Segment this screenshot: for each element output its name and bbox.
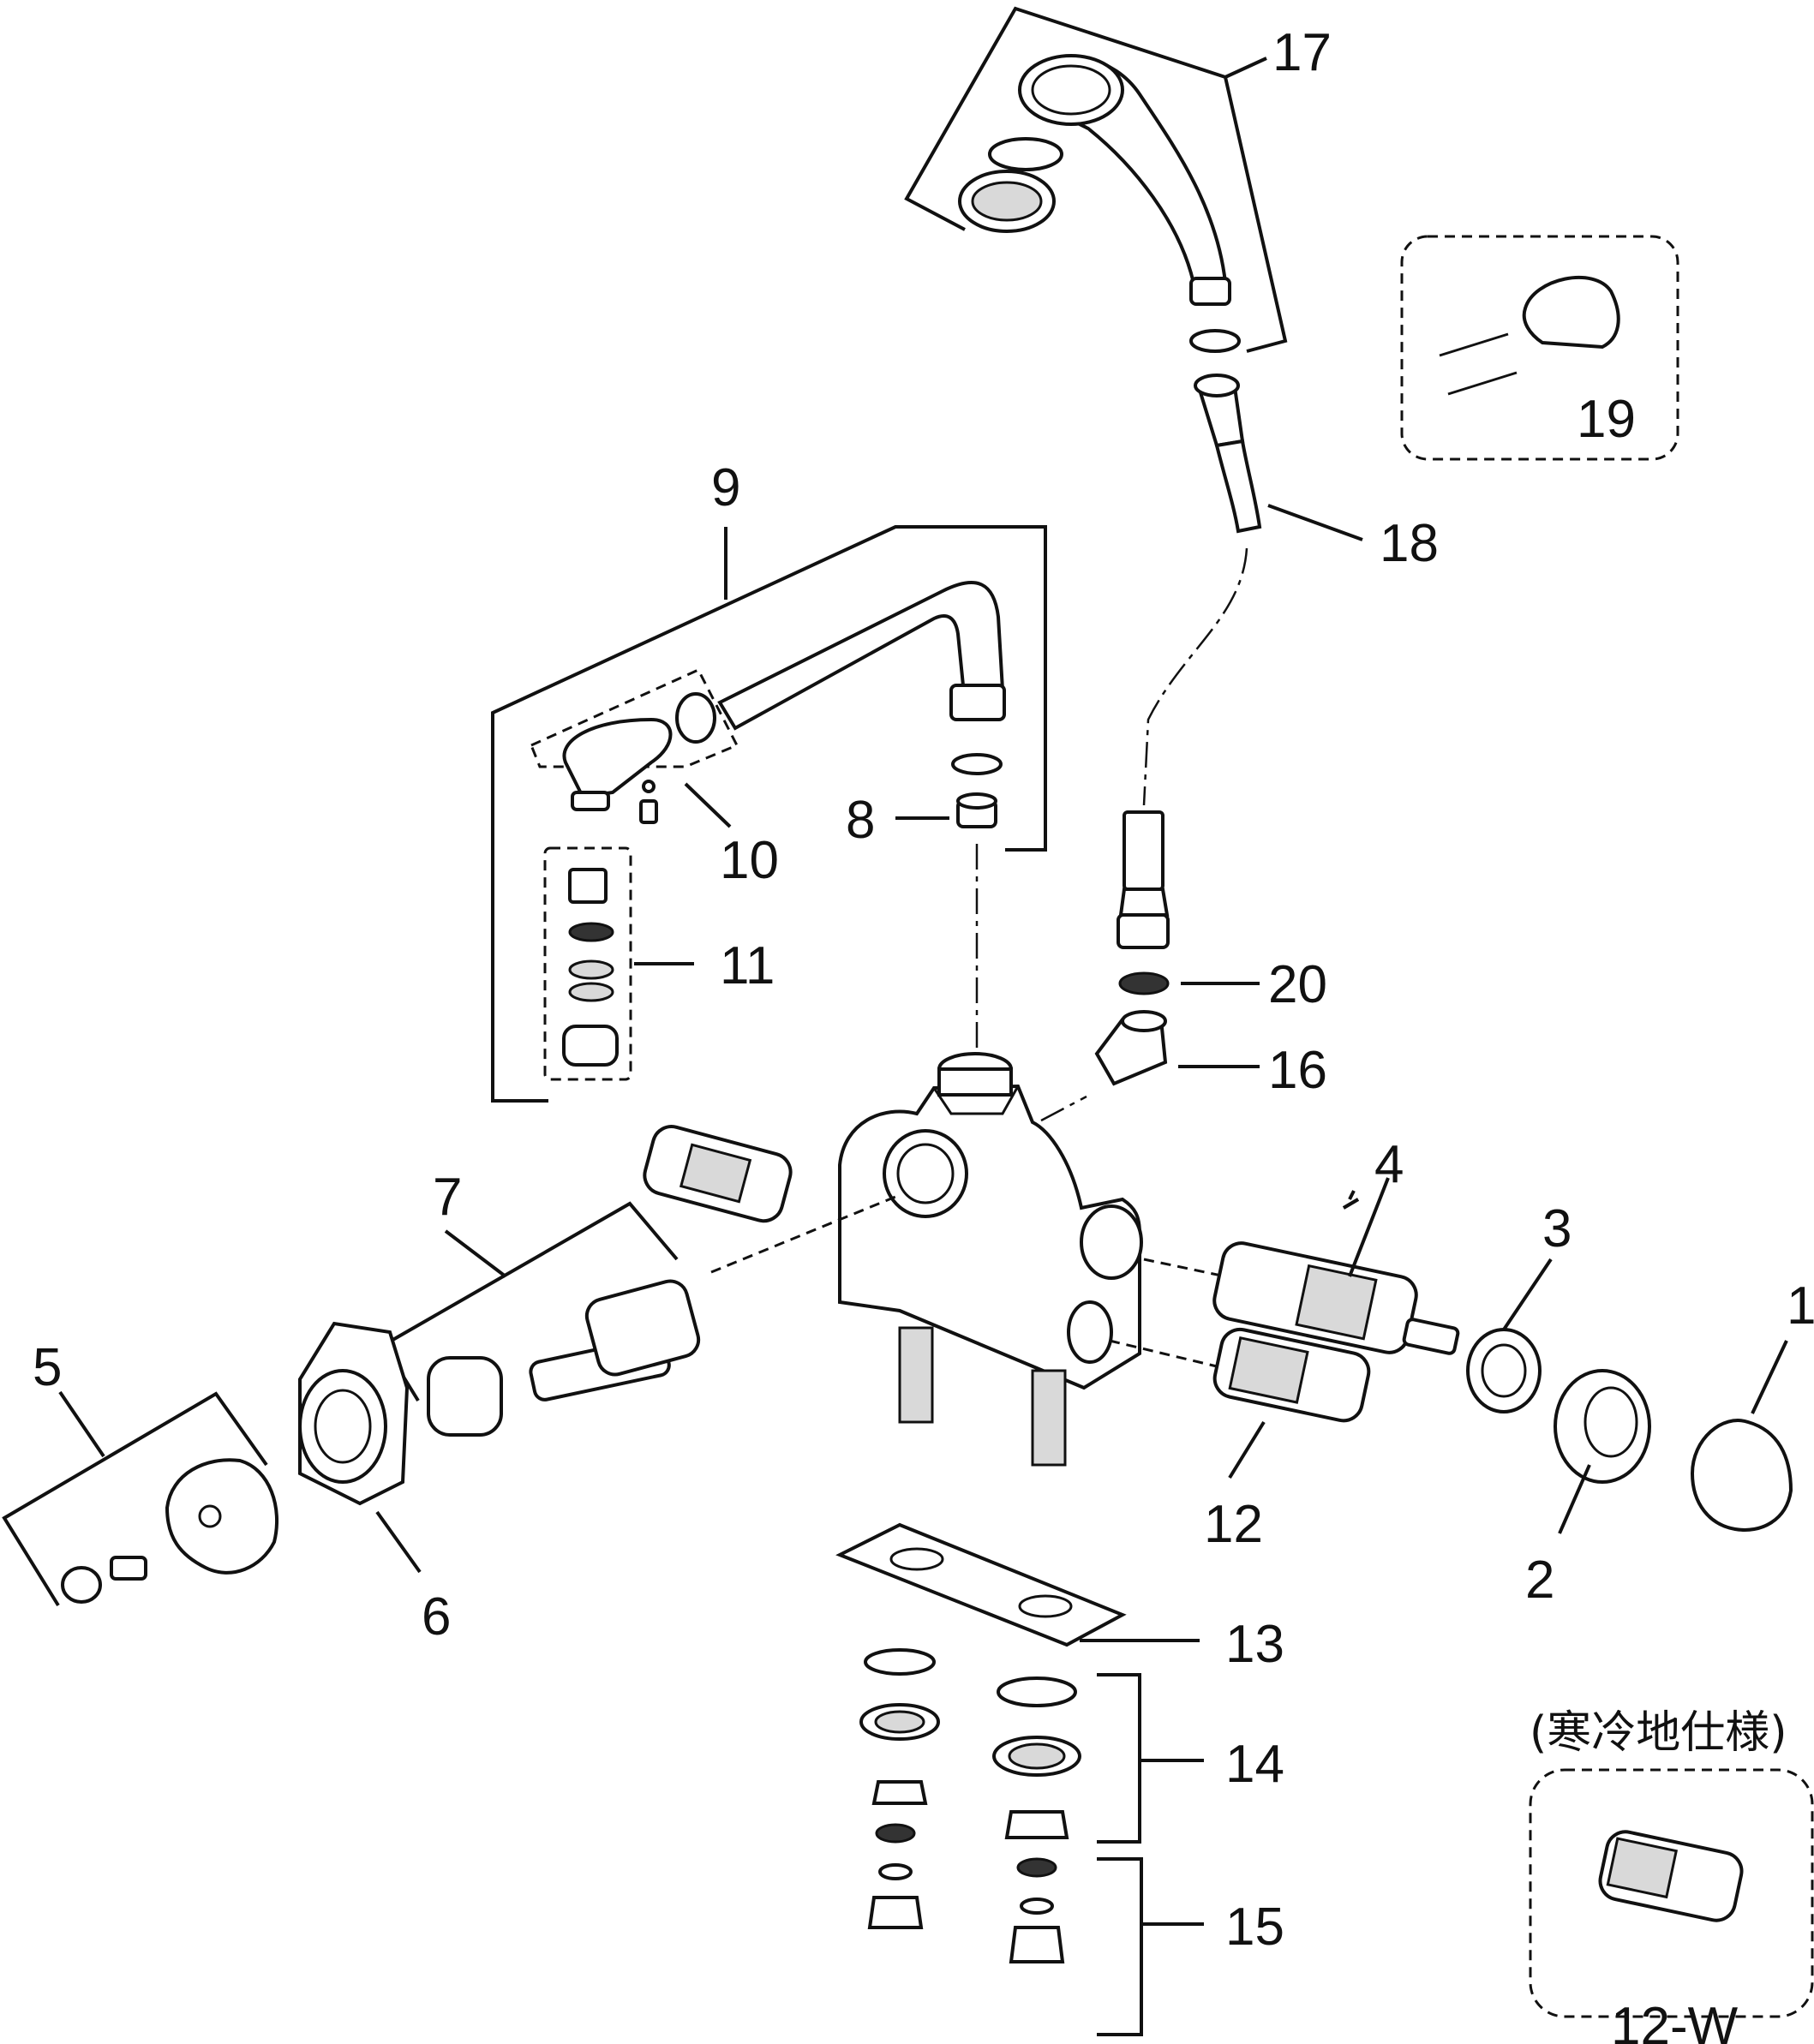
label-part-2: 2 bbox=[1525, 1551, 1554, 1610]
part-19-wall-hook bbox=[1400, 235, 1679, 461]
label-part-19: 19 bbox=[1577, 390, 1636, 449]
label-part-18: 18 bbox=[1380, 514, 1439, 573]
label-part-20: 20 bbox=[1268, 955, 1327, 1014]
part-12-cartridge-upper bbox=[643, 1125, 793, 1223]
part-7-spindle bbox=[381, 1201, 701, 1437]
cold-region-caption: (寒冷地仕様) bbox=[1530, 1707, 1787, 1759]
part-14-washer-nut-set bbox=[859, 1648, 1204, 1844]
label-part-15: 15 bbox=[1225, 1898, 1284, 1957]
label-part-13: 13 bbox=[1225, 1615, 1284, 1674]
part-12-cartridge-lower bbox=[1212, 1327, 1371, 1479]
label-part-12w: 12-W bbox=[1611, 1997, 1739, 2044]
label-part-3: 3 bbox=[1542, 1199, 1572, 1258]
part-18-shower-hose bbox=[1142, 374, 1363, 806]
part-4-valve-cartridge bbox=[1212, 1177, 1460, 1355]
part-3-bushing bbox=[1466, 1258, 1553, 1413]
part-10-spout-tip bbox=[530, 668, 739, 828]
part-20-16-elbow bbox=[1040, 810, 1260, 1122]
label-part-16: 16 bbox=[1268, 1041, 1327, 1100]
part-5-handle bbox=[2, 1390, 278, 1607]
part-1-handle-cap bbox=[1690, 1340, 1793, 1532]
label-part-7: 7 bbox=[433, 1168, 462, 1227]
part-6-handle-base bbox=[298, 1321, 422, 1574]
part-11-cartridge-kit bbox=[543, 846, 694, 1081]
faucet-body bbox=[710, 1052, 1226, 1467]
label-part-9: 9 bbox=[711, 458, 740, 517]
label-part-5: 5 bbox=[33, 1338, 62, 1397]
label-part-4: 4 bbox=[1374, 1135, 1404, 1194]
part-17-shower-head bbox=[904, 6, 1288, 353]
label-part-8: 8 bbox=[846, 791, 875, 850]
label-part-17: 17 bbox=[1272, 23, 1332, 82]
part-12w-cold-region-cartridge bbox=[1529, 1768, 1814, 2018]
part-9-spout-assembly bbox=[491, 525, 1047, 1103]
label-part-6: 6 bbox=[422, 1587, 451, 1647]
label-part-10: 10 bbox=[720, 831, 779, 890]
label-part-1: 1 bbox=[1787, 1276, 1814, 1336]
label-part-14: 14 bbox=[1225, 1735, 1284, 1794]
label-part-11: 11 bbox=[720, 936, 775, 995]
label-part-12: 12 bbox=[1204, 1495, 1263, 1554]
part-13-mounting-plate bbox=[835, 1522, 1200, 1647]
part-15-fitting-set bbox=[867, 1823, 1204, 2036]
part-2-handle-base bbox=[1554, 1369, 1651, 1534]
